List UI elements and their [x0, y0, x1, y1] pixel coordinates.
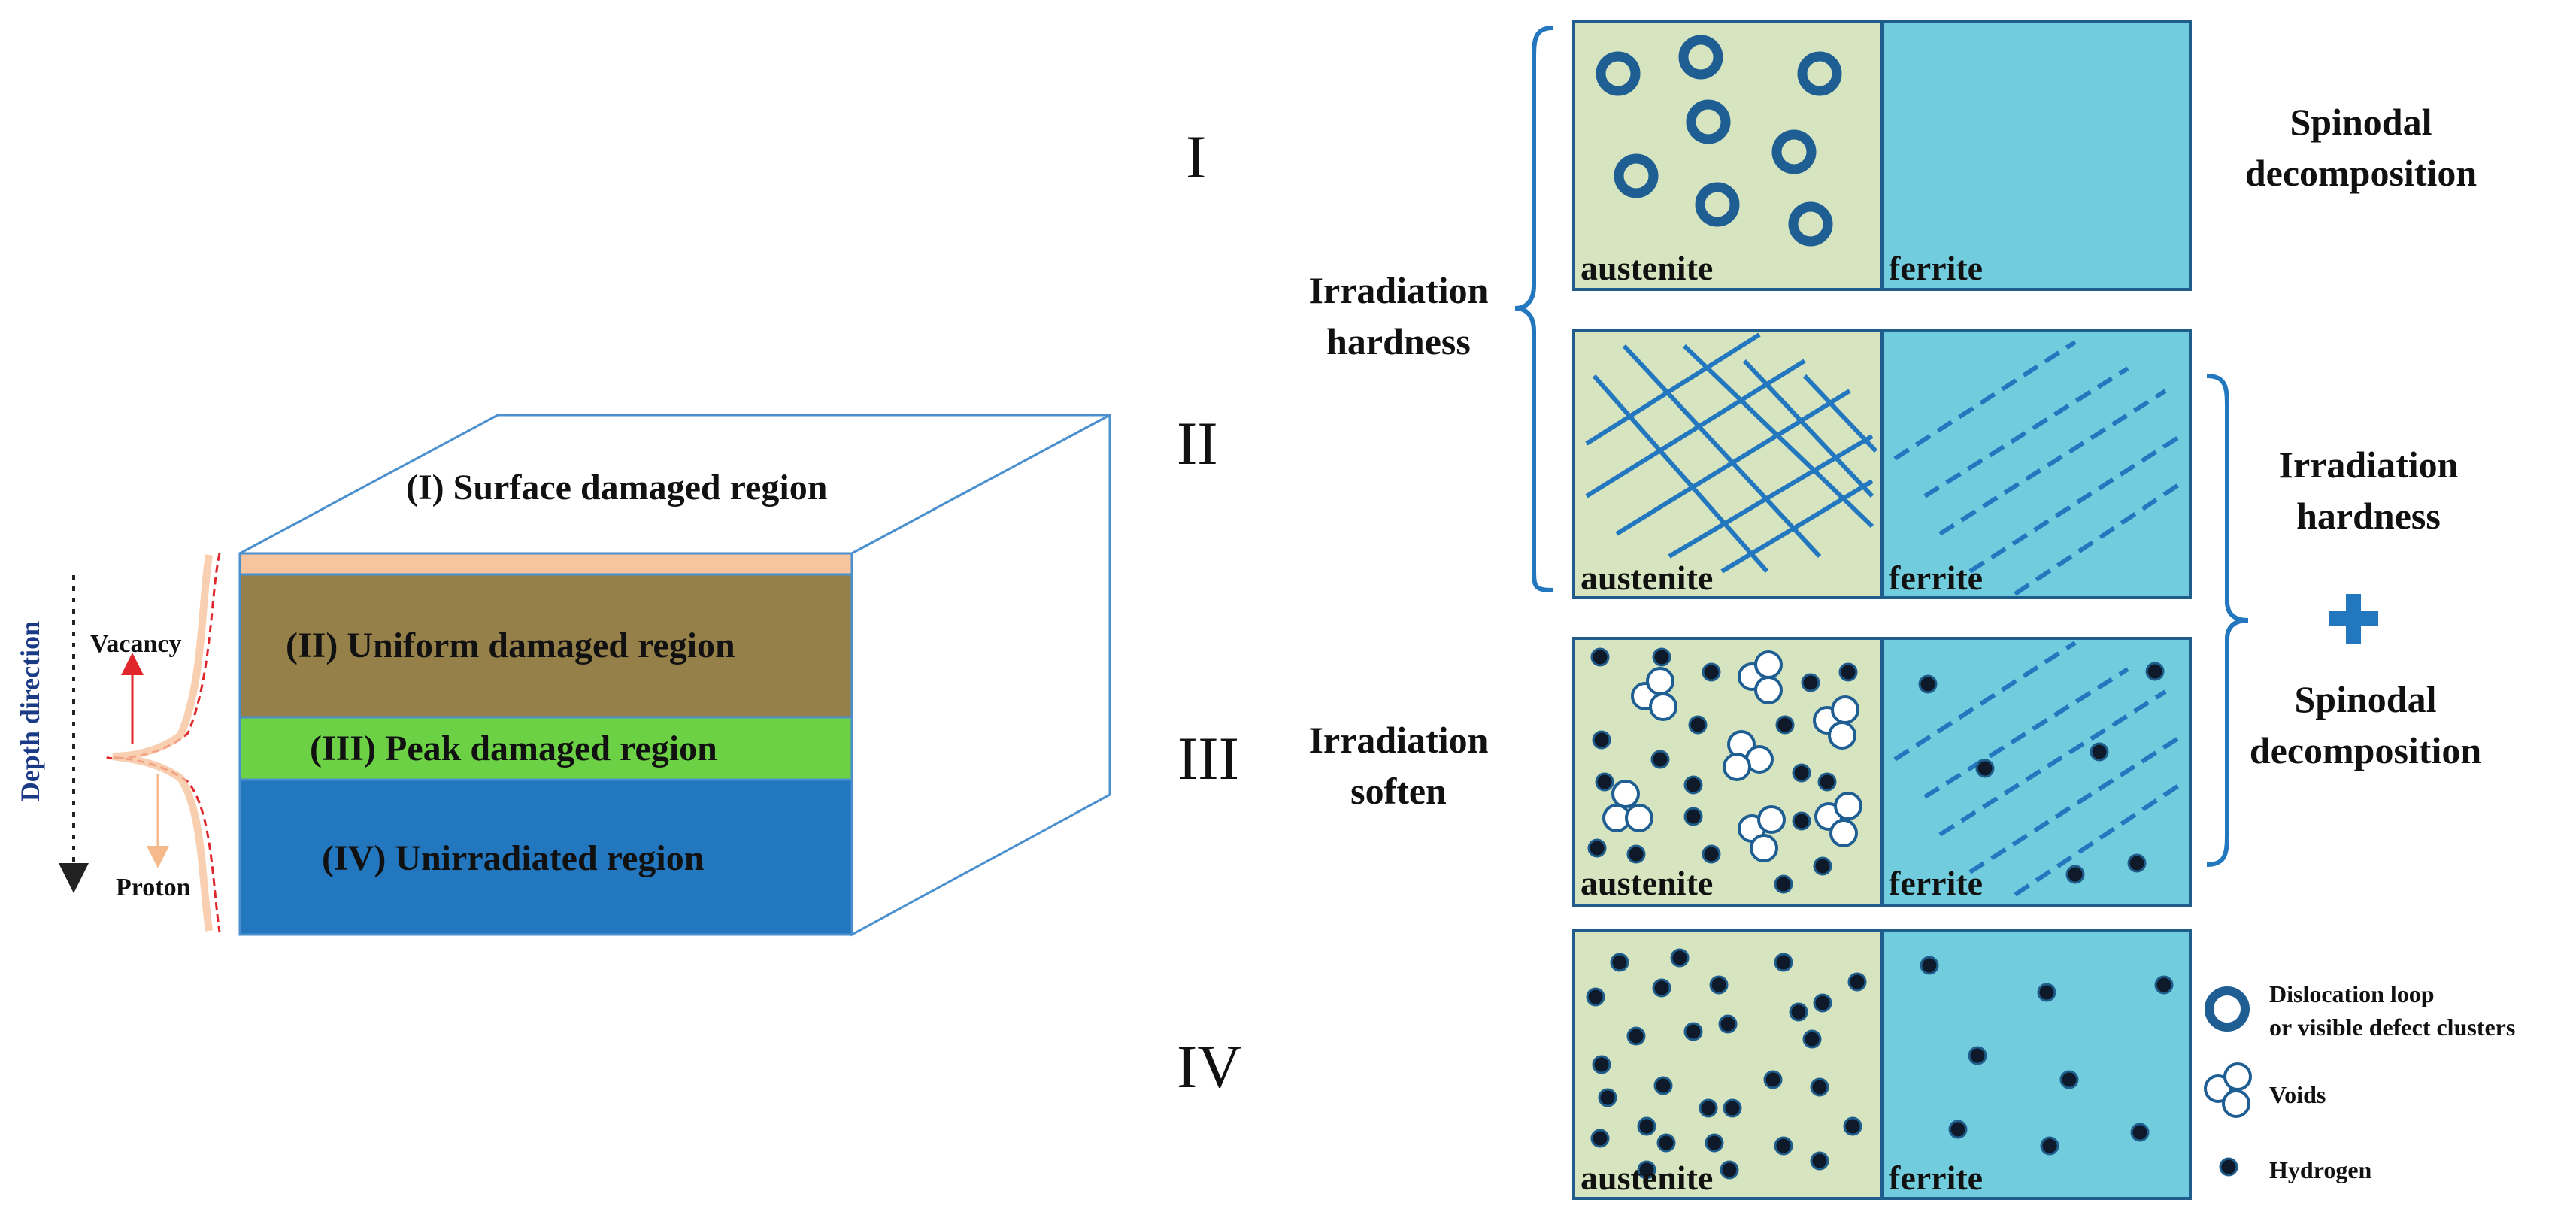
right-brace — [2206, 374, 2249, 867]
legend-voids-label: Voids — [2269, 1081, 2326, 1108]
loop-icon — [1596, 51, 1641, 96]
loop-icon — [1695, 182, 1740, 227]
row-1-ferrite-label: ferrite — [1889, 249, 1984, 287]
legend-loop-line-2: or visible defect clusters — [2269, 1013, 2516, 1041]
proton-label: Proton — [116, 874, 191, 901]
row-3-hydrogen-ferrite — [1918, 662, 2165, 884]
row-2-dislocation-network — [1585, 332, 1878, 574]
right-hardness-label: Irradiation hardness — [2256, 439, 2481, 541]
depth-direction-label: Depth direction — [15, 620, 45, 802]
legend-hydrogen-label: Hydrogen — [2269, 1156, 2372, 1183]
row-2-panels — [1572, 329, 2192, 599]
left-brace — [1514, 26, 1553, 592]
void-cluster — [1723, 730, 1774, 781]
plus-icon — [2329, 594, 2378, 644]
loop-icon — [1788, 201, 1833, 247]
row-2-austenite-label: austenite — [1580, 559, 1714, 597]
void-cluster — [1813, 695, 1859, 750]
row-2-ferrite-panel — [1880, 329, 2192, 599]
row-4-austenite-panel — [1572, 929, 1884, 1200]
irradiation-hardness-line-2: hardness — [1326, 320, 1471, 362]
profile-curve-outer — [106, 553, 221, 933]
right-hardness-line-1: Irradiation — [2278, 444, 2459, 486]
right-hardness-line-2: hardness — [2296, 495, 2441, 537]
row-2-ferrite-label: ferrite — [1889, 559, 1984, 597]
legend-void-icon — [2204, 1062, 2252, 1118]
loop-icon — [1614, 153, 1659, 198]
row-3-numeral: III — [1177, 724, 1239, 792]
irradiation-hardness-label: Irradiation hardness — [1278, 265, 1519, 367]
row-3-voids — [1602, 650, 1862, 862]
irradiation-hardness-line-1: Irradiation — [1308, 269, 1489, 311]
void-cluster — [1738, 805, 1786, 862]
loop-icon — [1771, 129, 1817, 174]
surface-region-label: (I) Surface damaged region — [406, 468, 828, 508]
loop-icon — [1686, 99, 1731, 144]
row-1-austenite-label: austenite — [1580, 249, 1714, 287]
row-1-dislocation-loops — [1596, 35, 1842, 247]
legend-loop-icon — [2205, 986, 2250, 1032]
right-spinodal-line-2: decomposition — [2249, 729, 2482, 771]
loop-icon — [1797, 51, 1842, 96]
row-1-ferrite-panel — [1880, 20, 2192, 291]
spinodal-top-line-1: Spinodal — [2290, 101, 2432, 143]
unirradiated-layer — [238, 778, 853, 936]
legend-loop-label: Dislocation loop or visible defect clust… — [2269, 977, 2515, 1044]
row-4-ferrite-panel — [1880, 929, 2192, 1200]
right-spinodal-line-1: Spinodal — [2294, 678, 2437, 720]
row-3-hydrogen-austenite — [1587, 647, 1858, 894]
row-4-hydrogen-ferrite — [1920, 956, 2174, 1156]
surface-layer — [238, 552, 853, 576]
row-2-spinodal-dashes — [1893, 340, 2186, 596]
right-spinodal-label: Spinodal decomposition — [2200, 674, 2531, 776]
row-4-hydrogen-austenite — [1586, 948, 1867, 1180]
irradiation-soften-line-2: soften — [1350, 770, 1447, 812]
row-4-ferrite-label: ferrite — [1889, 1159, 1984, 1197]
uniform-region-label: (II) Uniform damaged region — [286, 626, 735, 665]
void-cluster — [1814, 792, 1862, 847]
row-3-spinodal-dashes — [1893, 641, 2186, 897]
row-4-panels — [1572, 929, 2192, 1200]
irradiation-soften-label: Irradiation soften — [1278, 714, 1519, 817]
row-3-austenite-label: austenite — [1580, 864, 1714, 902]
legend-hydrogen-icon — [2219, 1157, 2238, 1177]
sample-block — [238, 413, 1111, 937]
vacancy-label: Vacancy — [90, 630, 182, 658]
row-4-austenite-label: austenite — [1580, 1159, 1714, 1197]
legend-loop-line-1: Dislocation loop — [2269, 980, 2435, 1007]
spinodal-top-line-2: decomposition — [2244, 152, 2478, 194]
profile-curve-peach — [112, 554, 213, 932]
void-cluster — [1738, 650, 1783, 704]
row-1-numeral: I — [1186, 123, 1207, 191]
row-4-numeral: IV — [1177, 1032, 1242, 1101]
peak-layer — [238, 716, 853, 781]
row-3-ferrite-label: ferrite — [1889, 864, 1984, 902]
peak-region-label: (III) Peak damaged region — [310, 729, 717, 768]
loop-icon — [1678, 35, 1723, 80]
row-2-numeral: II — [1177, 409, 1218, 477]
spinodal-top-label: Spinodal decomposition — [2196, 96, 2526, 198]
irradiation-soften-line-1: Irradiation — [1308, 719, 1489, 761]
void-cluster — [1602, 780, 1653, 832]
void-cluster — [1631, 667, 1677, 721]
unirradiated-region-label: (IV) Unirradiated region — [322, 838, 705, 878]
